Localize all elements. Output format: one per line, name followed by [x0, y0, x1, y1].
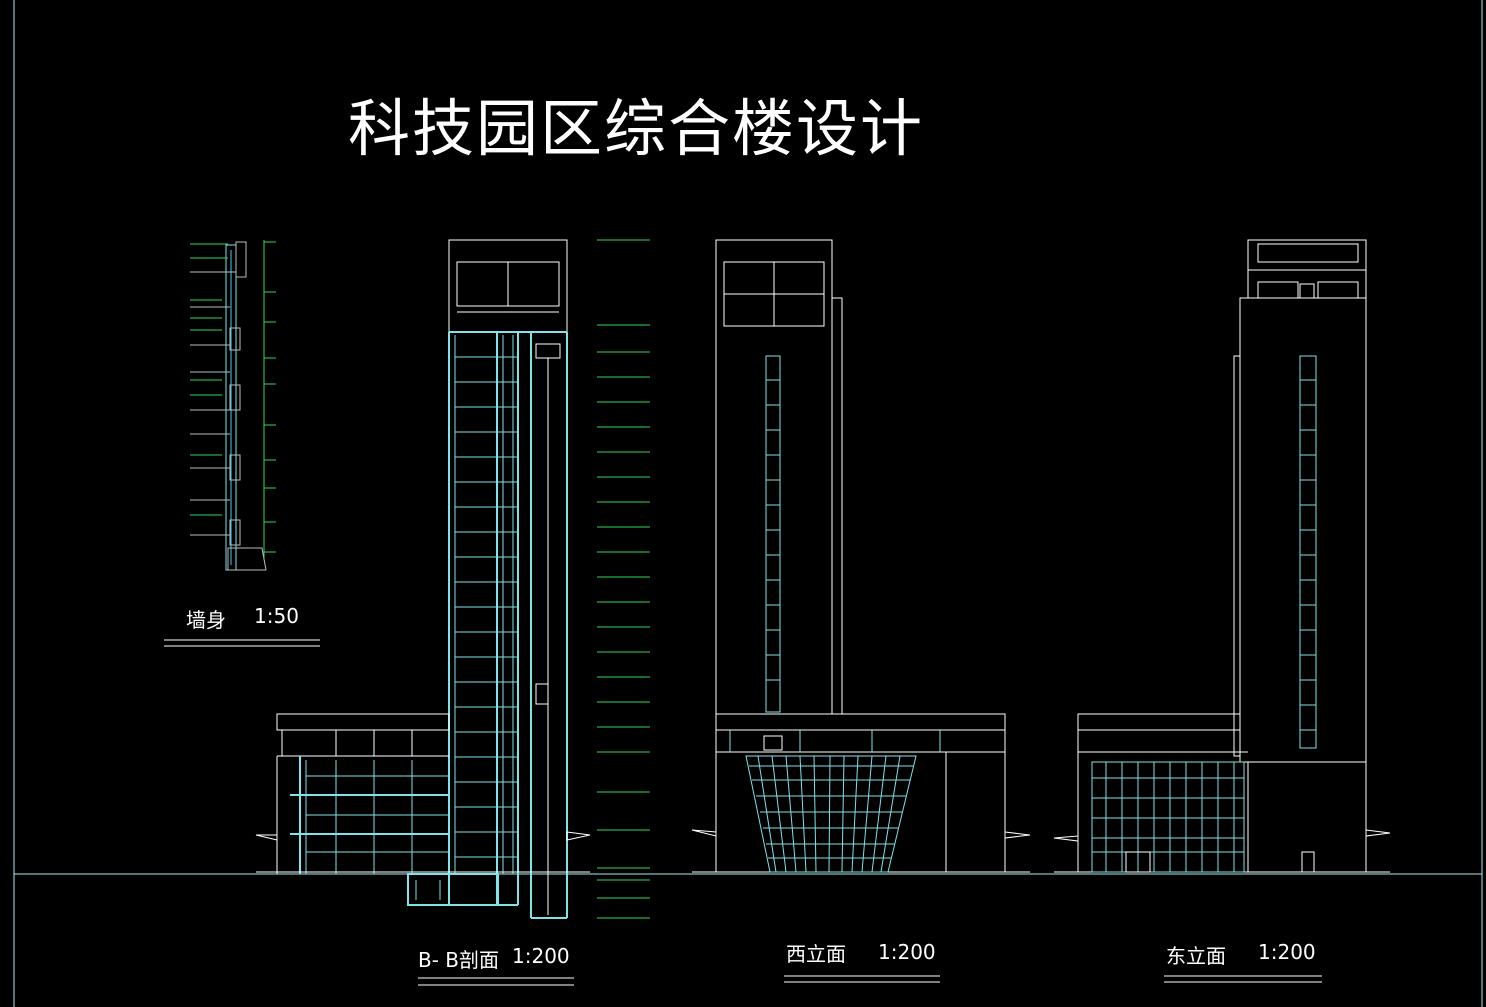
west-caption-underline — [784, 975, 940, 983]
west-caption-scale: 1:200 — [878, 940, 936, 964]
bb-section-caption-name: B- B剖面 — [418, 948, 500, 972]
bb-caption-underline — [418, 977, 574, 986]
bb-section-drawing — [255, 239, 591, 919]
east-caption-name: 东立面 — [1166, 944, 1226, 968]
west-entrance-canopy — [729, 730, 941, 873]
drawing-title: 科技园区综合楼设计 — [348, 92, 925, 165]
east-elevation-drawing — [1053, 239, 1391, 873]
wall-section-detail — [190, 240, 276, 571]
wall-caption-scale: 1:50 — [254, 604, 299, 628]
drawing-frame — [13, 0, 1483, 1007]
west-elevation-drawing — [691, 239, 1031, 873]
wall-caption-underline — [164, 639, 320, 647]
east-podium-curtain-wall — [1091, 379, 1316, 873]
wall-caption-name: 墙身 — [186, 608, 226, 632]
east-caption-scale: 1:200 — [1258, 940, 1316, 964]
bb-elevation-markers — [597, 239, 650, 919]
bb-section-caption-scale: 1:200 — [512, 944, 570, 968]
west-tower-strip — [766, 379, 780, 681]
west-caption-name: 西立面 — [786, 942, 846, 966]
east-caption-underline — [1164, 975, 1322, 983]
